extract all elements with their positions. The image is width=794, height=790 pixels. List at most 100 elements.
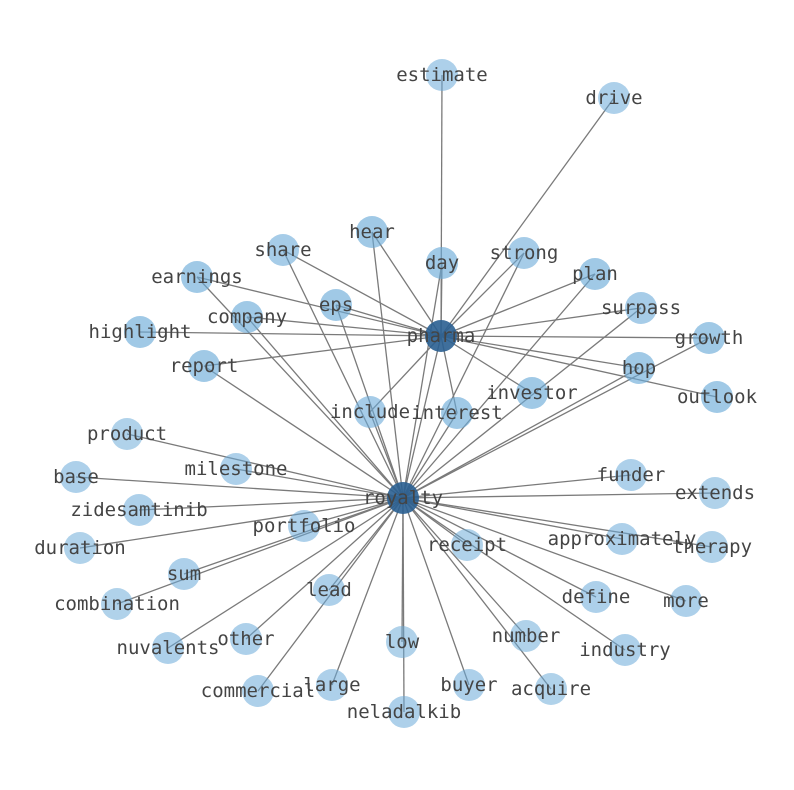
node-portfolio[interactable] bbox=[288, 510, 320, 542]
node-include[interactable] bbox=[354, 396, 386, 428]
edge-royalty-define bbox=[402, 497, 597, 598]
node-label-nuvalents: nuvalents bbox=[117, 637, 220, 659]
node-label-number: number bbox=[492, 625, 561, 647]
node-approximately[interactable] bbox=[606, 523, 638, 555]
node-number[interactable] bbox=[510, 620, 542, 652]
edge-royalty-plan bbox=[402, 273, 596, 499]
node-label-neladalkib: neladalkib bbox=[347, 701, 461, 723]
node-surpass[interactable] bbox=[625, 292, 657, 324]
node-estimate[interactable] bbox=[426, 59, 458, 91]
node-nuvalents[interactable] bbox=[152, 632, 184, 664]
node-label-portfolio: portfolio bbox=[253, 515, 356, 537]
node-investor[interactable] bbox=[516, 377, 548, 409]
node-milestone[interactable] bbox=[220, 453, 252, 485]
edge-pharma-share bbox=[282, 249, 442, 337]
node-report[interactable] bbox=[188, 350, 220, 382]
node-receipt[interactable] bbox=[451, 529, 483, 561]
node-eps[interactable] bbox=[320, 289, 352, 321]
edge-royalty-base bbox=[75, 476, 404, 499]
node-label-surpass: surpass bbox=[601, 297, 681, 319]
edge-pharma-report bbox=[203, 335, 442, 367]
edge-pharma-hear bbox=[371, 231, 442, 337]
edge-royalty-share bbox=[282, 249, 404, 499]
node-acquire[interactable] bbox=[535, 673, 567, 705]
edge-royalty-hear bbox=[371, 231, 404, 499]
edge-pharma-hop bbox=[440, 335, 640, 369]
node-outlook[interactable] bbox=[701, 381, 733, 413]
edge-royalty-funder bbox=[402, 474, 632, 499]
node-royalty[interactable] bbox=[387, 482, 419, 514]
node-pharma[interactable] bbox=[425, 320, 457, 352]
node-label-pharma: pharma bbox=[407, 325, 476, 347]
node-lead[interactable] bbox=[313, 574, 345, 606]
node-sum[interactable] bbox=[168, 558, 200, 590]
node-label-commercial: commercial bbox=[201, 680, 315, 702]
node-strong[interactable] bbox=[508, 237, 540, 269]
node-interest[interactable] bbox=[441, 397, 473, 429]
node-label-highlight: highlight bbox=[89, 321, 192, 343]
node-hear[interactable] bbox=[356, 216, 388, 248]
edge-pharma-growth bbox=[440, 335, 710, 339]
node-plan[interactable] bbox=[579, 258, 611, 290]
node-product[interactable] bbox=[111, 418, 143, 450]
node-extends[interactable] bbox=[699, 477, 731, 509]
node-label-share: share bbox=[254, 239, 311, 261]
node-commercial[interactable] bbox=[242, 675, 274, 707]
node-label-therapy: therapy bbox=[672, 536, 752, 558]
node-label-eps: eps bbox=[319, 294, 353, 316]
node-other[interactable] bbox=[230, 623, 262, 655]
edge-royalty-hop bbox=[402, 367, 640, 499]
node-label-outlook: outlook bbox=[677, 386, 758, 408]
node-share[interactable] bbox=[267, 234, 299, 266]
edge-royalty-combination bbox=[116, 497, 404, 605]
node-large[interactable] bbox=[316, 669, 348, 701]
node-label-other: other bbox=[217, 628, 274, 650]
node-label-define: define bbox=[562, 586, 631, 608]
node-highlight[interactable] bbox=[124, 316, 156, 348]
node-label-company: company bbox=[207, 306, 287, 328]
node-funder[interactable] bbox=[615, 459, 647, 491]
node-label-royalty: royalty bbox=[363, 487, 443, 509]
edge-royalty-number bbox=[402, 497, 527, 637]
node-label-duration: duration bbox=[34, 537, 126, 559]
node-combination[interactable] bbox=[101, 588, 133, 620]
edge-royalty-growth bbox=[402, 337, 710, 499]
node-drive[interactable] bbox=[598, 82, 630, 114]
edge-pharma-drive bbox=[440, 97, 615, 337]
node-label-interest: interest bbox=[411, 402, 503, 424]
node-day[interactable] bbox=[426, 247, 458, 279]
node-label-strong: strong bbox=[490, 242, 559, 264]
edge-royalty-nuvalents bbox=[167, 497, 404, 649]
node-neladalkib[interactable] bbox=[388, 696, 420, 728]
node-base[interactable] bbox=[60, 461, 92, 493]
edge-royalty-other bbox=[245, 497, 404, 640]
edge-pharma-surpass bbox=[440, 307, 642, 337]
node-label-drive: drive bbox=[585, 87, 642, 109]
node-label-funder: funder bbox=[597, 464, 666, 486]
node-hop[interactable] bbox=[623, 352, 655, 384]
node-label-estimate: estimate bbox=[396, 64, 488, 86]
edge-pharma-investor bbox=[440, 335, 533, 394]
node-label-combination: combination bbox=[54, 593, 180, 615]
edge-royalty-industry bbox=[402, 497, 626, 651]
node-buyer[interactable] bbox=[453, 669, 485, 701]
node-define[interactable] bbox=[580, 581, 612, 613]
node-label-day: day bbox=[425, 252, 459, 274]
node-earnings[interactable] bbox=[181, 261, 213, 293]
edge-royalty-buyer bbox=[402, 497, 470, 686]
node-growth[interactable] bbox=[693, 322, 725, 354]
node-label-hear: hear bbox=[349, 221, 395, 243]
node-label-sum: sum bbox=[167, 563, 201, 585]
edge-royalty-acquire bbox=[402, 497, 552, 690]
edge-royalty-product bbox=[126, 433, 404, 499]
edge-royalty-milestone bbox=[235, 468, 404, 499]
node-label-low: low bbox=[385, 631, 420, 653]
node-therapy[interactable] bbox=[696, 531, 728, 563]
node-more[interactable] bbox=[670, 585, 702, 617]
node-duration[interactable] bbox=[64, 532, 96, 564]
node-industry[interactable] bbox=[609, 634, 641, 666]
edge-pharma-royalty bbox=[402, 335, 442, 499]
node-company[interactable] bbox=[231, 301, 263, 333]
node-low[interactable] bbox=[386, 626, 418, 658]
node-zidesamtinib[interactable] bbox=[123, 494, 155, 526]
